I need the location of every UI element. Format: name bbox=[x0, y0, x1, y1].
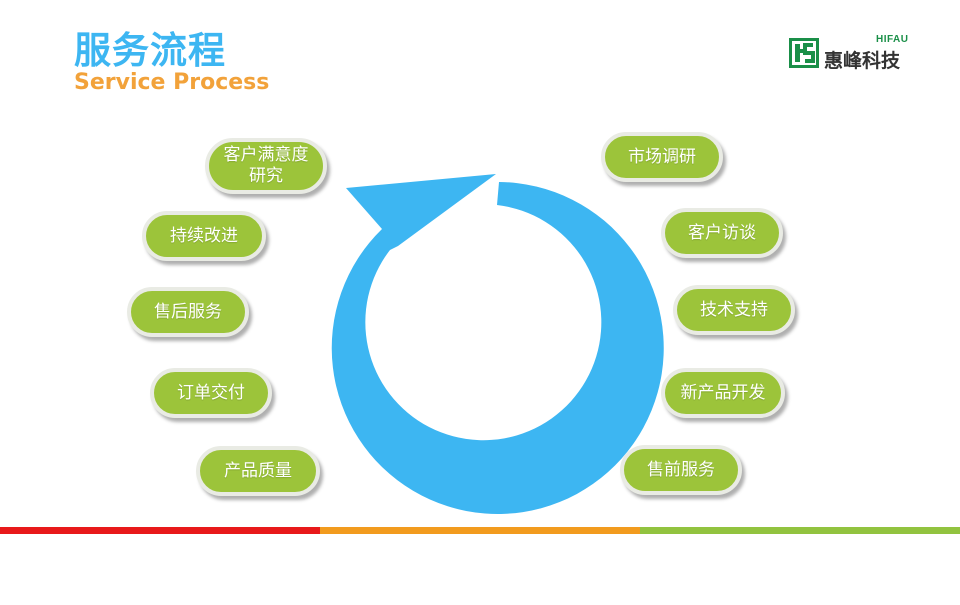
step-order-delivery: 订单交付 bbox=[150, 368, 272, 418]
footer-bar-red bbox=[0, 527, 320, 534]
logo-text-cn: 惠峰科技 bbox=[824, 50, 901, 72]
step-continuous-improvement: 持续改进 bbox=[142, 211, 266, 261]
cycle-arrow-body bbox=[331, 174, 664, 514]
step-pre-sales-service: 售前服务 bbox=[620, 445, 742, 495]
step-customer-satisfaction-research: 客户满意度 研究 bbox=[205, 138, 327, 194]
footer-bar-green bbox=[640, 527, 960, 534]
step-customer-interview: 客户访谈 bbox=[661, 208, 783, 258]
company-logo: HIFAU 惠峰科技 bbox=[789, 34, 919, 74]
step-market-research: 市场调研 bbox=[601, 132, 723, 182]
step-new-product-development: 新产品开发 bbox=[661, 368, 785, 418]
page-subtitle: Service Process bbox=[74, 70, 270, 95]
footer-bar-orange bbox=[320, 527, 640, 534]
step-after-sales-service: 售后服务 bbox=[127, 287, 249, 337]
step-product-quality: 产品质量 bbox=[196, 446, 320, 496]
page-title: 服务流程 bbox=[74, 29, 226, 72]
logo-text-en: HIFAU bbox=[876, 34, 909, 45]
step-technical-support: 技术支持 bbox=[673, 285, 795, 335]
hs-logo-icon bbox=[789, 38, 819, 68]
